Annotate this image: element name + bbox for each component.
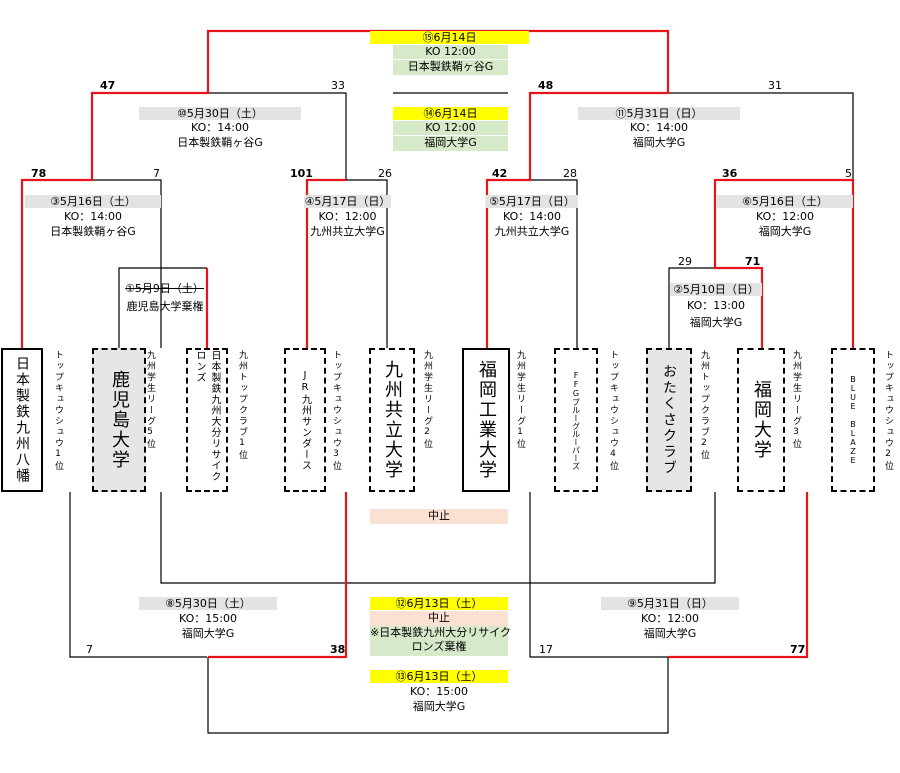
match12-status: 中止: [370, 611, 508, 626]
match12-note2: ロンズ棄権: [370, 640, 508, 656]
score: 47: [100, 79, 116, 92]
score: 29: [678, 255, 692, 268]
match15-ko: KO 12:00: [393, 45, 508, 59]
match5-date: ⑤5月17日（日）: [486, 195, 578, 208]
team-box: 日本製鉄九州大分リサイクロンズ: [186, 348, 228, 492]
match11-venue: 福岡大学G: [632, 136, 686, 149]
team-league: トップキュウシュウ1位: [53, 350, 63, 472]
match5-venue: 九州共立大学G: [494, 225, 570, 238]
team-box: FFGブルーグルーパーズ: [554, 348, 598, 492]
match4-date: ④5月17日（日）: [304, 195, 391, 208]
match8-venue: 福岡大学G: [181, 627, 235, 640]
match11-ko: KO：14:00: [630, 121, 688, 134]
score: 5: [845, 167, 852, 180]
match15-date: ⑮6月14日: [370, 31, 529, 44]
match6-date: ⑥5月16日（土）: [717, 195, 853, 208]
match3-ko: KO：14:00: [64, 210, 122, 223]
score: 33: [331, 79, 345, 92]
team-league: トップキュウシュウ4位: [608, 350, 618, 472]
team-box: 鹿児島大学: [92, 348, 146, 492]
match15-venue: 日本製鉄鞘ヶ谷G: [393, 60, 508, 75]
score: 28: [563, 167, 577, 180]
score: 26: [378, 167, 392, 180]
match1-note: 鹿児島大学棄権: [126, 300, 204, 313]
team-box: BLUE BLAZE: [831, 348, 875, 492]
match13-date: ⑬6月13日（土）: [370, 670, 508, 683]
score: 48: [538, 79, 554, 92]
team-league: 九州トップクラブ1位: [237, 350, 247, 461]
team-league: 九州トップクラブ2位: [699, 350, 709, 461]
match9-ko: KO：12:00: [641, 612, 699, 625]
score: 36: [722, 167, 738, 180]
match2-venue: 福岡大学G: [689, 316, 743, 329]
match6-venue: 福岡大学G: [758, 225, 812, 238]
score: 77: [790, 643, 806, 656]
match12-note1: ※日本製鉄九州大分リサイク: [370, 626, 511, 640]
match6-ko: KO：12:00: [756, 210, 814, 223]
team-league: 九州学生リーグ2位: [422, 350, 432, 450]
score: 17: [539, 643, 553, 656]
match14-date: ⑭6月14日: [393, 107, 508, 120]
match10-venue: 日本製鉄鞘ヶ谷G: [177, 136, 263, 149]
match8-ko: KO：15:00: [179, 612, 237, 625]
match2-ko: KO：13:00: [687, 299, 745, 312]
match3-venue: 日本製鉄鞘ヶ谷G: [50, 225, 136, 238]
match4-venue: 九州共立大学G: [310, 225, 385, 238]
team-box: おたくさクラブ: [646, 348, 692, 492]
score: 101: [290, 167, 313, 180]
score: 78: [31, 167, 47, 180]
match13-ko: KO：15:00: [410, 685, 468, 698]
team-box: 日本製鉄九州八幡: [1, 348, 43, 492]
match8-date: ⑧5月30日（土）: [139, 597, 277, 610]
match14-ko: KO 12:00: [393, 121, 508, 135]
team-league: 九州学生リーグ5位: [145, 350, 155, 450]
match3-date: ③5月16日（土）: [25, 195, 161, 208]
score: 42: [492, 167, 508, 180]
team-league: 九州学生リーグ3位: [791, 350, 801, 450]
match10-date: ⑩5月30日（土）: [139, 107, 301, 120]
match5-ko: KO：14:00: [503, 210, 561, 223]
team-box: 九州共立大学: [369, 348, 415, 492]
score: 71: [745, 255, 761, 268]
score: 7: [153, 167, 160, 180]
match10-ko: KO：14:00: [191, 121, 249, 134]
score: 31: [768, 79, 782, 92]
match1-date: ①5月9日（土）: [125, 282, 204, 295]
team-box: 福岡工業大学: [462, 348, 510, 492]
match9-date: ⑨5月31日（日）: [601, 597, 739, 610]
team-box: JR九州サンダース: [284, 348, 326, 492]
team-league: トップキュウシュウ2位: [883, 350, 893, 472]
match2-date: ②5月10日（日）: [670, 283, 762, 296]
match11-date: ⑪5月31日（日）: [578, 107, 740, 120]
match14-venue: 福岡大学G: [393, 136, 508, 151]
match12-date: ⑫6月13日（土）: [370, 597, 508, 610]
team-box: 福岡大学: [737, 348, 785, 492]
team-league: 九州学生リーグ1位: [515, 350, 525, 450]
match13-venue: 福岡大学G: [412, 700, 466, 713]
cancel-label: 中止: [370, 509, 508, 524]
score: 7: [86, 643, 93, 656]
match9-venue: 福岡大学G: [643, 627, 697, 640]
match4-ko: KO：12:00: [318, 210, 377, 223]
team-league: トップキュウシュウ3位: [331, 350, 341, 472]
score: 38: [330, 643, 346, 656]
